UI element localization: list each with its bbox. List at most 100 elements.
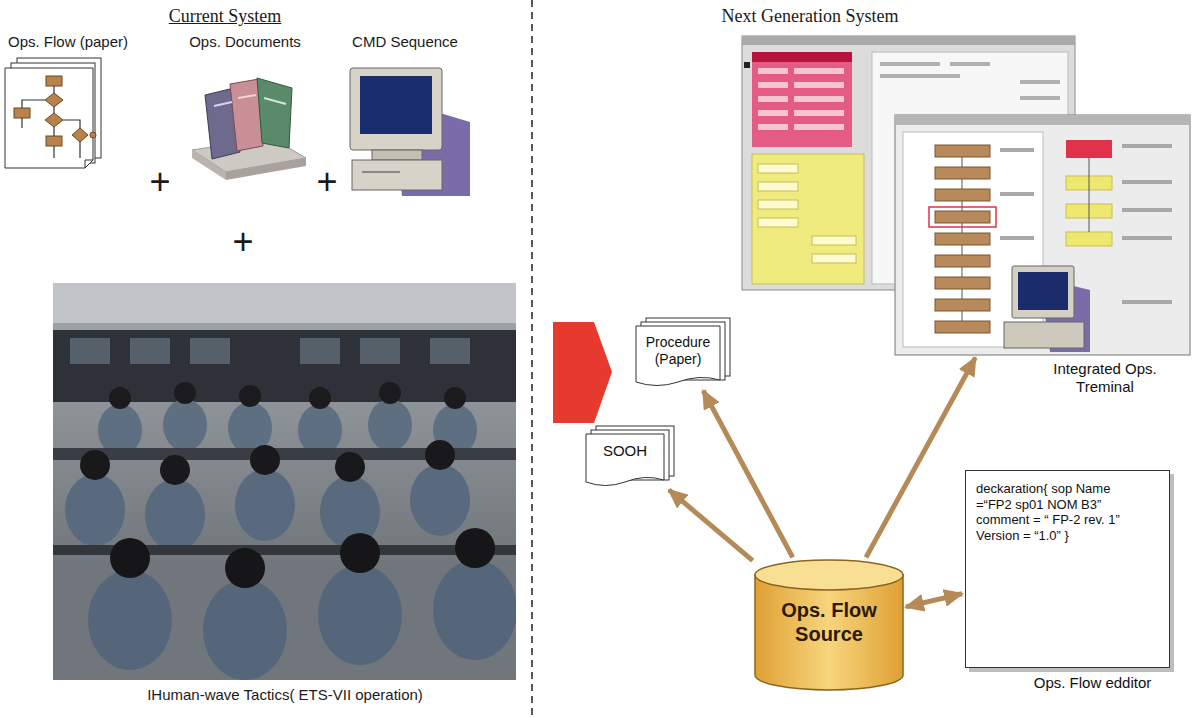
- terminal-screenshot: [1122, 236, 1172, 240]
- operations-room-photo: [335, 452, 365, 482]
- plus-sign: +: [149, 160, 170, 203]
- code-document: deckaration{ sop Name =“FP2 sp01 NOM B3”…: [965, 470, 1170, 668]
- terminal-screenshot: [758, 68, 788, 74]
- operations-room-photo: [250, 445, 280, 475]
- document-stack: SOOH: [586, 426, 674, 488]
- terminal-screenshot: [758, 218, 798, 227]
- node-text: Ops. Flow Source: [765, 598, 893, 646]
- terminal-screenshot: [1004, 322, 1084, 348]
- flow-arrow: [866, 358, 975, 558]
- operations-room-photo: [110, 528, 495, 588]
- terminal-screenshot: [794, 124, 844, 130]
- terminal-screenshot: [794, 68, 844, 74]
- operations-room-photo: [379, 382, 401, 404]
- operations-room-photo: [360, 338, 400, 364]
- node-text: SOOH: [592, 442, 658, 460]
- operations-room-photo: [53, 283, 516, 323]
- operations-room-photo: [410, 464, 470, 536]
- operations-room-photo: [80, 440, 455, 485]
- operations-room-photo: [130, 338, 170, 364]
- terminal-screenshot: [794, 96, 844, 102]
- terminal-screenshot: [935, 145, 990, 157]
- terminal-screenshot: [758, 82, 788, 88]
- terminal-screenshot: [1066, 140, 1112, 158]
- operations-room-photo: [239, 385, 261, 407]
- terminal-screenshot: [935, 299, 990, 311]
- computer-icon: [372, 150, 422, 160]
- terminal-screenshot: [950, 62, 990, 66]
- terminal-screenshot: [880, 62, 1060, 100]
- divider-line: [531, 0, 533, 718]
- operations-room-photo: [340, 533, 380, 573]
- terminal-screenshot: [1018, 272, 1068, 310]
- database-cylinder: Ops. Flow Source: [755, 560, 903, 690]
- flowchart-paper-icon: [22, 86, 80, 158]
- computer-icon: [350, 68, 442, 150]
- cylinder-top: [755, 560, 903, 590]
- photo-caption: IHuman-wave Tactics( ETS-VII operation): [147, 686, 423, 704]
- flowchart-paper-icon: [63, 120, 80, 128]
- operations-room-photo: [235, 469, 295, 541]
- section-heading: Current System: [169, 6, 282, 28]
- operations-room-photo: [53, 283, 516, 680]
- terminal-screenshot: [758, 110, 788, 116]
- operations-room-photo: [88, 560, 516, 680]
- flowchart-paper-icon: [53, 107, 54, 113]
- flowchart-paper-icon: [85, 160, 93, 168]
- terminal-screenshot: [1122, 208, 1172, 212]
- books-icon: [192, 78, 306, 180]
- operations-room-photo: [318, 565, 402, 665]
- operations-room-photo: [109, 387, 131, 409]
- operations-room-photo: [225, 548, 265, 588]
- terminal-screenshot: [794, 82, 844, 88]
- plus-sign: +: [316, 160, 337, 203]
- flowchart-paper-icon: [21, 118, 22, 128]
- terminal-screenshot: [935, 189, 990, 201]
- books-icon: [238, 95, 256, 98]
- terminal-screenshot: [935, 255, 990, 267]
- operations-room-photo: [145, 479, 205, 551]
- terminal-screenshot: [895, 115, 1190, 125]
- books-icon: [264, 98, 286, 104]
- flowchart-paper-icon: [90, 132, 96, 138]
- flowchart-paper-icon: [46, 136, 62, 146]
- item-caption: Ops. Documents: [189, 33, 301, 51]
- page-sheet: [636, 326, 720, 386]
- terminal-screenshot: [752, 52, 852, 147]
- flowchart-paper-icon: [79, 142, 80, 158]
- document-stack: Procedure (Paper): [636, 318, 730, 388]
- operations-room-photo: [70, 338, 110, 364]
- terminal-screenshot: [935, 211, 990, 223]
- operations-room-photo: [455, 528, 495, 568]
- books-icon: [214, 102, 232, 106]
- terminal-screenshot: [935, 321, 990, 333]
- operations-room-photo: [109, 382, 466, 409]
- flowchart-paper-icon: [53, 86, 54, 93]
- operations-room-photo: [98, 399, 477, 456]
- flowchart-paper-icon: [5, 58, 101, 168]
- terminal-screenshot: [758, 164, 856, 263]
- terminal-screenshot: [758, 124, 788, 130]
- terminal-screenshot: [935, 233, 990, 245]
- cylinder-body: [755, 575, 903, 690]
- terminal-screenshot: [1122, 180, 1172, 184]
- operations-room-photo: [300, 338, 340, 364]
- node-caption: Integrated Ops. Treminal: [1025, 360, 1185, 396]
- operations-room-photo: [88, 570, 172, 670]
- flowchart-paper-icon: [22, 100, 45, 108]
- terminal-screenshot: [1089, 158, 1090, 232]
- transition-arrow: [553, 322, 612, 423]
- operations-room-photo: [163, 399, 207, 451]
- terminal-screenshot: [758, 164, 798, 173]
- terminal-screenshot: [758, 182, 798, 191]
- terminal-screenshot: [880, 74, 960, 78]
- operations-room-photo: [174, 382, 196, 404]
- terminal-screenshot: [929, 207, 996, 227]
- terminal-screenshot: [758, 68, 844, 130]
- books-icon: [226, 158, 306, 180]
- terminal-screenshot: [752, 52, 852, 62]
- operations-room-photo: [160, 455, 190, 485]
- flowchart-paper-icon: [53, 127, 54, 136]
- operations-room-photo: [190, 338, 230, 364]
